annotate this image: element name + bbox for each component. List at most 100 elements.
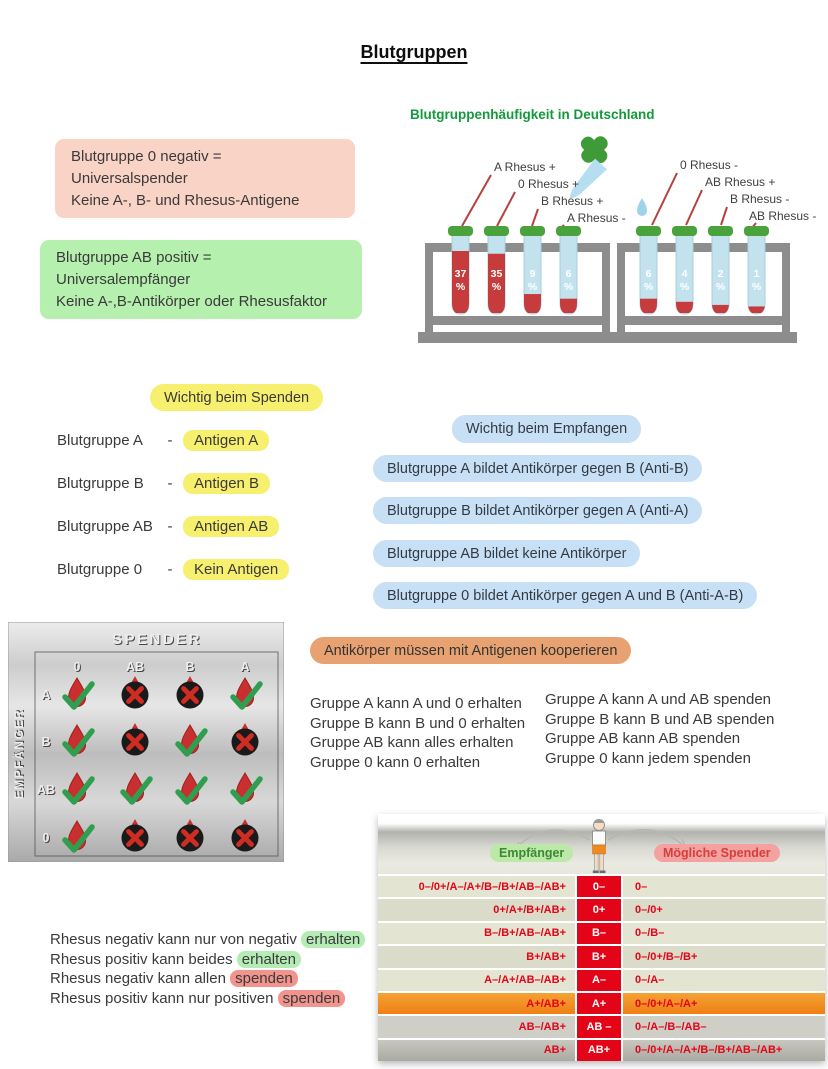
dash: - <box>167 474 173 492</box>
test-tube: 4 % <box>671 225 698 315</box>
empfangen-rule: Blutgruppe 0 bildet Antikörper gegen A u… <box>373 582 758 609</box>
table-row: 0+/A+/B+/AB+ 0+ 0–/0+ <box>378 897 825 921</box>
list-item: Gruppe B kann B und AB spenden <box>545 710 775 728</box>
spenden-highlight: spenden <box>277 989 346 1007</box>
dash: - <box>167 560 173 578</box>
spenden-highlight: spenden <box>230 970 298 988</box>
rhesus-rules: Rhesus negativ kann nur von negativ erha… <box>50 930 366 1009</box>
table-row: A–/A+/AB–/AB+ A– 0–/A– <box>378 967 825 991</box>
empfaenger-label: EMPFÄNGER <box>11 709 26 799</box>
tube-label: AB Rhesus - <box>749 209 816 223</box>
svg-text:%: % <box>564 281 574 293</box>
universal-recipient-line1: Blutgruppe AB positiv = Universalempfäng… <box>56 249 212 288</box>
svg-text:%: % <box>752 281 762 293</box>
person-icon <box>592 819 606 874</box>
frequency-chart-title: Blutgruppenhäufigkeit in Deutschland <box>410 107 655 122</box>
blood-group-cell: B+ <box>575 946 623 968</box>
matrix-row-label: B <box>41 735 50 749</box>
tube-label: A Rhesus + <box>494 160 556 174</box>
donor-table-header: Empfänger Mögliche Spender <box>378 814 825 874</box>
spender-header-pill: Mögliche Spender <box>654 844 780 862</box>
spender-label: SPENDER <box>112 631 202 648</box>
spender-cell: 0–/0+/B–/B+ <box>635 950 698 963</box>
list-item: Gruppe AB kann AB spenden <box>545 730 741 747</box>
blood-group-cell: 0+ <box>575 899 623 921</box>
empfangen-rule: Blutgruppe AB bildet keine Antikörper <box>373 540 641 567</box>
list-item: Gruppe 0 kann 0 erhalten <box>310 753 481 771</box>
svg-text:6: 6 <box>566 268 572 280</box>
tube-label: 0 Rhesus - <box>680 158 738 172</box>
spenden-row: Blutgruppe B - Antigen B <box>57 470 289 496</box>
antigen-highlight: Kein Antigen <box>183 558 290 580</box>
drop-icon <box>637 198 647 216</box>
tube-label: B Rhesus - <box>730 192 789 206</box>
empfangen-rule: Blutgruppe A bildet Antikörper gegen B (… <box>373 455 703 482</box>
list-item: Gruppe A kann A und 0 erhalten <box>310 695 522 712</box>
empfaenger-cell: A+/AB+ <box>526 997 566 1010</box>
universal-recipient-box: Blutgruppe AB positiv = Universalempfäng… <box>40 240 362 320</box>
antigen-highlight: Antigen B <box>183 472 271 494</box>
universal-donor-box: Blutgruppe 0 negativ = Universalspender … <box>55 139 355 219</box>
matrix-row-label: AB <box>37 783 55 797</box>
list-item: Gruppe 0 kann jedem spenden <box>545 749 751 767</box>
frequency-chart: A Rhesus + 0 Rhesus + B Rhesus + A Rhesu… <box>418 136 816 343</box>
spender-cell: 0–/B– <box>635 927 665 940</box>
matrix-col-label: 0 <box>74 660 81 674</box>
svg-text:4: 4 <box>682 268 688 280</box>
spender-cell: 0–/A– <box>635 974 665 987</box>
table-row: AB–/AB+ AB – 0–/A–/B–/AB– <box>378 1014 825 1038</box>
erhalten-highlight: erhalten <box>236 950 301 968</box>
rule-text: Rhesus positiv kann nur positiven <box>50 989 278 1007</box>
empfaenger-cell: A–/A+/AB–/AB+ <box>484 974 566 987</box>
test-tube: 1 % <box>743 225 770 315</box>
spenden-row: Blutgruppe AB - Antigen AB <box>57 513 289 539</box>
rhesus-rule: Rhesus positiv kann nur positiven spende… <box>50 989 365 1009</box>
tube-label: 0 Rhesus + <box>518 177 579 191</box>
spender-cell: 0–/0+ <box>635 904 663 917</box>
test-tube: 9 % <box>519 225 546 315</box>
list-item: Gruppe A kann A und AB spenden <box>545 691 772 708</box>
test-tube: 35 % <box>483 225 510 315</box>
dash: - <box>167 431 173 449</box>
matrix-col-label: B <box>185 660 194 674</box>
list-item: Gruppe AB kann alles erhalten <box>310 734 514 751</box>
spender-cell: 0–/0+/A–/A+/B–/B+/AB–/AB+ <box>635 1044 783 1057</box>
universal-donor-line1: Blutgruppe 0 negativ = Universalspender <box>71 148 222 187</box>
spender-cell: 0–/0+/A–/A+ <box>635 997 698 1010</box>
table-row: 0–/0+/A–/A+/B–/B+/AB–/AB+ 0– 0– <box>378 874 825 898</box>
blood-group-cell: B– <box>575 922 623 945</box>
spenden-row: Blutgruppe A - Antigen A <box>57 427 289 453</box>
rule-text: Rhesus positiv kann beides <box>50 950 237 968</box>
spenden-row: Blutgruppe 0 - Kein Antigen <box>57 556 290 582</box>
test-tube: 6 % <box>555 225 582 315</box>
svg-text:2: 2 <box>718 268 724 280</box>
blood-group-cell: A– <box>575 969 623 991</box>
arrow-left <box>513 829 591 851</box>
svg-text:1: 1 <box>754 268 760 280</box>
empfaenger-cell: AB–/AB+ <box>518 1021 566 1034</box>
rhesus-rule: Rhesus negativ kann nur von negativ erha… <box>50 930 366 950</box>
empfaenger-cell: B+/AB+ <box>526 950 566 963</box>
matrix-row-label: 0 <box>43 831 50 845</box>
label-pointer-lines <box>461 172 757 230</box>
svg-text:9: 9 <box>530 268 536 280</box>
svg-text:35: 35 <box>491 268 503 280</box>
svg-text:37: 37 <box>455 268 467 280</box>
empfangen-heading: Wichtig beim Empfangen <box>452 415 642 443</box>
rhesus-rule: Rhesus negativ kann allen spenden <box>50 969 365 989</box>
blood-group-label: Blutgruppe 0 <box>57 560 143 578</box>
antigen-highlight: Antigen A <box>183 429 270 451</box>
list-item: Gruppe B kann B und 0 erhalten <box>310 714 526 732</box>
svg-text:%: % <box>716 281 726 293</box>
table-row: B+/AB+ B+ 0–/0+/B–/B+ <box>378 944 825 968</box>
svg-text:6: 6 <box>646 268 652 280</box>
right-test-tube-rack <box>610 243 797 343</box>
rhesus-rule: Rhesus positiv kann beides erhalten <box>50 950 365 970</box>
blood-group-cell: AB+ <box>575 1039 623 1062</box>
donor-table: Empfänger Mögliche Spender 0–/0+/A–/A+/B… <box>378 814 825 1062</box>
test-tube: 6 % <box>635 225 662 315</box>
matrix-col-label: AB <box>126 660 144 674</box>
arrow-right <box>607 828 687 849</box>
universal-recipient-line2: Keine A-,B-Antikörper oder Rhesusfaktor <box>56 292 327 310</box>
